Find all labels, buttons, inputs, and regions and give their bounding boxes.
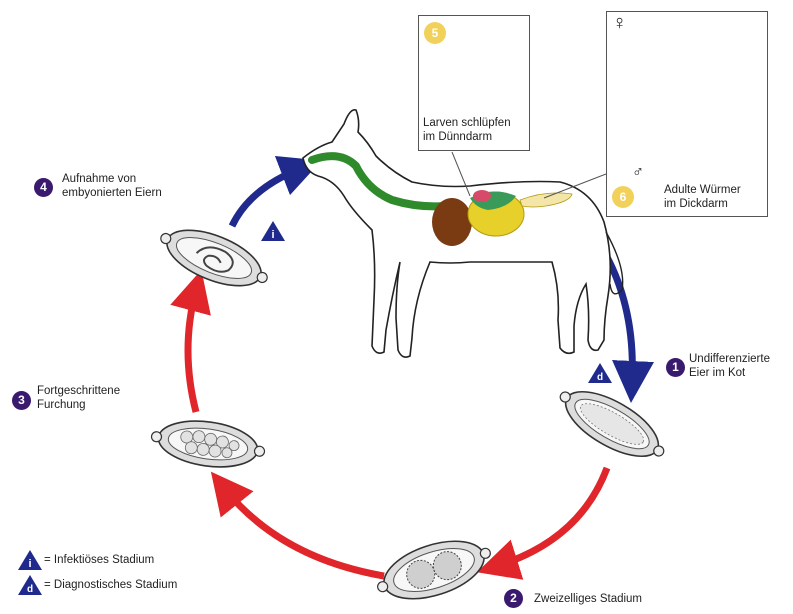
egg-stage4: [153, 216, 275, 300]
egg-stage2: [370, 528, 498, 609]
stage-5-label: Larven schlüpfen im Dünndarm: [423, 116, 511, 144]
stage-1-number: 1: [666, 358, 685, 377]
svg-text:i: i: [28, 558, 31, 570]
arrow-stage4-to-dog: [232, 168, 302, 226]
intestine-highlight: [473, 190, 491, 202]
egg-stage3: [148, 414, 267, 473]
liver: [432, 198, 472, 246]
legend-diagnostic-icon: d: [18, 575, 42, 595]
arrow-stage2-to-stage3: [224, 488, 384, 576]
stage-6-label: Adulte Würmer im Dickdarm: [664, 183, 741, 211]
legend-diagnostic-label: = Diagnostisches Stadium: [44, 578, 177, 592]
stage-2-label: Zweizelliges Stadium: [534, 592, 642, 606]
svg-text:d: d: [27, 584, 33, 595]
arrow-stage1-to-stage2: [497, 468, 607, 566]
stage-4-number: 4: [34, 178, 53, 197]
arrow-stage3-to-stage4: [188, 290, 196, 412]
egg-stage1: [550, 375, 674, 472]
stage-6-number: 6: [612, 186, 634, 208]
female-symbol: ♀: [612, 12, 627, 34]
stage-3-number: 3: [12, 391, 31, 410]
male-symbol: ♂: [632, 164, 644, 182]
stage-3-label: Fortgeschrittene Furchung: [37, 384, 120, 412]
stage-4-label: Aufnahme von embyonierten Eiern: [62, 172, 162, 200]
stage-1-label: Undifferenzierte Eier im Kot: [689, 352, 770, 380]
svg-text:d: d: [597, 372, 603, 383]
svg-text:i: i: [271, 229, 274, 241]
diagnostic-marker-icon: d: [588, 363, 612, 383]
legend-infective-icon: i: [18, 550, 42, 570]
stage-2-number: 2: [504, 589, 523, 608]
legend-infective-label: = Infektiöses Stadium: [44, 553, 154, 567]
infective-marker-icon: i: [261, 221, 285, 241]
stage-5-number: 5: [424, 22, 446, 44]
